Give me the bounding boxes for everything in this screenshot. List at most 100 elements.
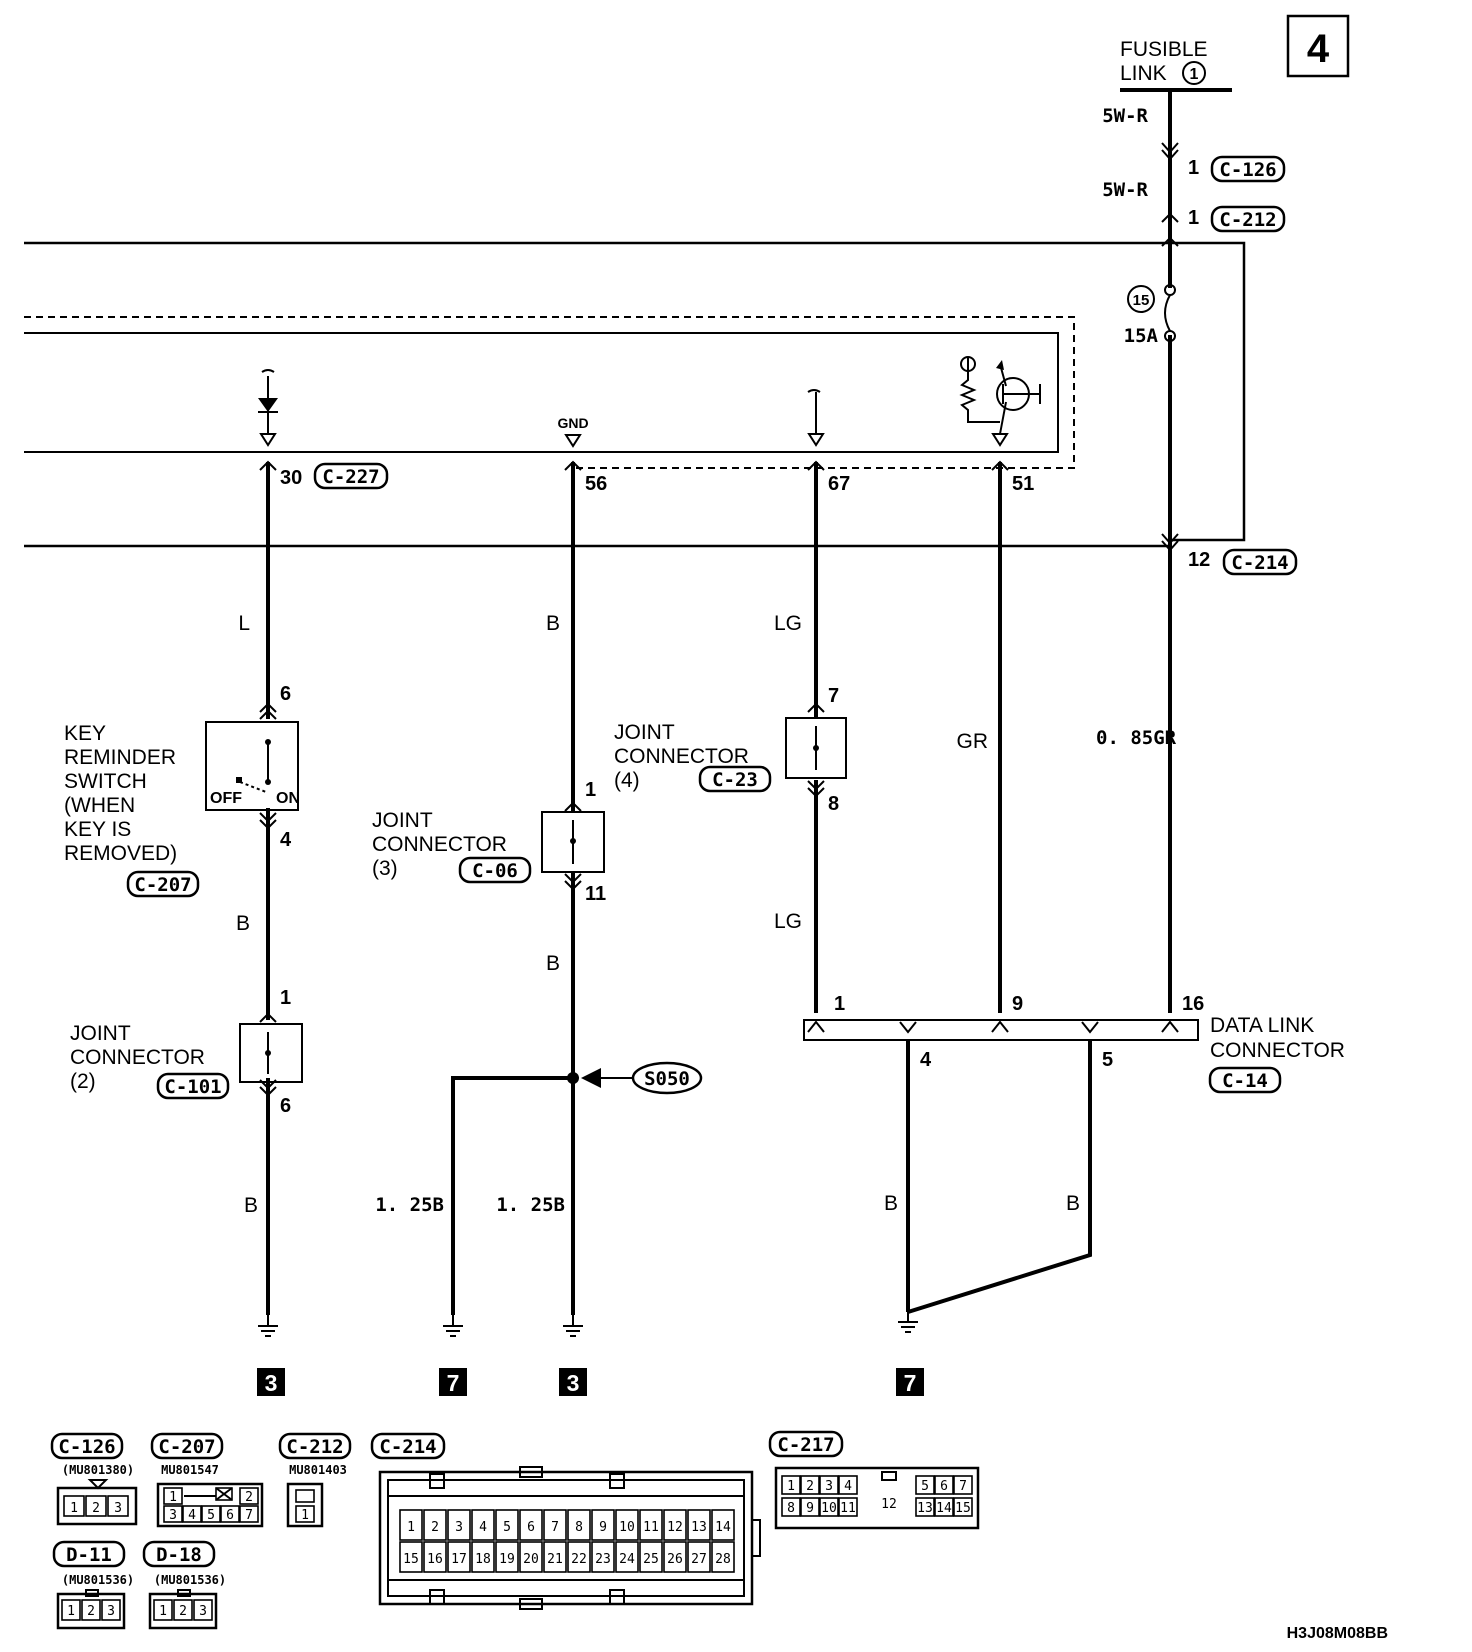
ground-ref-7b: 7 <box>904 1370 917 1396</box>
key-switch-line: REMINDER <box>64 746 176 769</box>
pin-30: 30 <box>280 467 302 489</box>
cell: 15 <box>955 1501 971 1516</box>
joint4-line: CONNECTOR <box>614 745 749 768</box>
cell: 14 <box>715 1520 731 1535</box>
fuse-rating: 15A <box>1124 325 1159 347</box>
pin-6-switch: 6 <box>280 683 291 705</box>
joint2-line: CONNECTOR <box>70 1046 205 1069</box>
pin-67: 67 <box>828 473 850 495</box>
tag-c227-label: C-227 <box>322 466 379 488</box>
tag-c126-label: C-126 <box>1219 159 1276 181</box>
cell: 16 <box>427 1552 443 1567</box>
connector-view-d11: D-11 (MU801536) 1 2 3 <box>52 1540 134 1630</box>
wire-color-125b-right: 1. 25B <box>496 1194 565 1216</box>
joint2-line: (2) <box>70 1070 96 1093</box>
circuit-col2: 56 B 1 11 B S050 1. 25B 1. 25B 7 3 <box>375 460 703 1396</box>
dlc-label-1: DATA LINK <box>1210 1014 1314 1037</box>
tag-c126: C-126 <box>1210 155 1286 183</box>
diagram-code: H3J08M08BB <box>1287 1625 1388 1642</box>
joint-connector-4-label: JOINT CONNECTOR (4) C-23 <box>614 721 772 793</box>
wire-color-125b-left: 1. 25B <box>375 1194 444 1216</box>
joint-connector-2-label: JOINT CONNECTOR (2) C-101 <box>70 1022 230 1100</box>
c207-view-name: C-207 <box>158 1436 215 1458</box>
c214-cells: 1 2 3 4 5 6 7 8 9 10 11 12 13 14 15 16 1… <box>399 1509 735 1573</box>
cell: 1 <box>787 1479 795 1494</box>
wire-color-lg-1: LG <box>774 612 802 635</box>
key-reminder-switch-label: KEY REMINDER SWITCH (WHEN KEY IS REMOVED… <box>64 722 200 898</box>
fusible-link-label-2: LINK <box>1120 62 1167 85</box>
cell: 3 <box>107 1604 115 1619</box>
d18-view-name: D-18 <box>156 1544 202 1566</box>
cell: 14 <box>936 1501 952 1516</box>
tag-c227: C-227 <box>313 462 389 490</box>
wire-color-085gr: 0. 85GR <box>1096 727 1177 749</box>
tag-c06-label: C-06 <box>472 860 518 882</box>
circuit-col1: 30 L 6 OFF ON 4 B 1 6 B 3 <box>205 460 303 1396</box>
cell: 3 <box>199 1604 207 1619</box>
cell: 6 <box>940 1479 948 1494</box>
connector-view-c212: C-212 MU801403 1 <box>278 1432 352 1528</box>
switch-on: ON <box>276 790 300 807</box>
cell: 2 <box>431 1520 439 1535</box>
splice-label: S050 <box>644 1068 690 1090</box>
fusible-link-label: FUSIBLE <box>1120 38 1208 61</box>
cell: 3 <box>825 1479 833 1494</box>
tag-c212: C-212 <box>1210 205 1286 233</box>
wire-color-b-4: B <box>546 952 560 975</box>
cell: 12 <box>667 1520 683 1535</box>
switch-off: OFF <box>210 790 242 807</box>
wire-color-5wr-1: 5W-R <box>1102 105 1148 127</box>
dlc-pin-5: 5 <box>1102 1049 1113 1071</box>
tag-c14-label: C-14 <box>1222 1070 1268 1092</box>
joint3-line: JOINT <box>372 809 433 832</box>
wire-color-b-3: B <box>546 612 560 635</box>
dlc-pin-1: 1 <box>834 993 845 1015</box>
cell: 20 <box>523 1552 539 1567</box>
d11-part: (MU801536) <box>62 1573 134 1587</box>
cell: 13 <box>917 1501 933 1516</box>
connector-view-d18: D-18 (MU801536) 1 2 3 <box>142 1540 226 1630</box>
wire-color-b-2: B <box>244 1194 258 1217</box>
cell: 1 <box>67 1604 75 1619</box>
supply-wire: 5W-R 1 5W-R 1 15 15A 12 0. 85GR <box>1096 90 1210 1013</box>
cell: 28 <box>715 1552 731 1567</box>
cell: 2 <box>179 1604 187 1619</box>
cell: 10 <box>619 1520 635 1535</box>
cell: 8 <box>575 1520 583 1535</box>
cell: 15 <box>403 1552 419 1567</box>
key-switch-line: (WHEN <box>64 794 135 817</box>
cell: 9 <box>599 1520 607 1535</box>
wire-color-gr: GR <box>957 730 989 753</box>
fusible-link: FUSIBLE LINK 1 <box>1120 38 1232 92</box>
cell: 2 <box>87 1604 95 1619</box>
wire-color-b-dlc-right: B <box>1066 1192 1080 1215</box>
ground-ref-7a: 7 <box>447 1370 460 1396</box>
cell: 1 <box>301 1508 309 1523</box>
fusible-link-number: 1 <box>1190 66 1199 83</box>
pin-6-joint2: 6 <box>280 1095 291 1117</box>
dlc-label-2: CONNECTOR <box>1210 1039 1345 1062</box>
c126-view-name: C-126 <box>58 1436 115 1458</box>
circuit-col3: 67 LG 7 8 LG <box>774 460 850 1013</box>
cell: 3 <box>169 1508 177 1523</box>
wire-color-lg-2: LG <box>774 910 802 933</box>
c214-row-1: 1 2 3 4 5 6 7 8 9 10 11 12 13 14 <box>399 1509 735 1541</box>
cell: 10 <box>821 1501 837 1516</box>
cell: 2 <box>92 1501 100 1516</box>
page-number-box: 4 <box>1286 14 1350 78</box>
c212-part: MU801403 <box>289 1463 347 1477</box>
cell: 1 <box>407 1520 415 1535</box>
pin-1-joint3: 1 <box>585 779 596 801</box>
cell: 1 <box>159 1604 167 1619</box>
cell: 25 <box>643 1552 659 1567</box>
joint3-line: CONNECTOR <box>372 833 507 856</box>
key-switch-line: KEY <box>64 722 106 745</box>
pin-c126: 1 <box>1188 157 1199 179</box>
c126-part: (MU801380) <box>62 1463 134 1477</box>
c126-cells: 1 2 3 <box>63 1495 129 1517</box>
pin-c214: 12 <box>1188 549 1210 571</box>
connector-view-c217: C-217 1 2 3 4 5 6 7 8 9 10 11 12 13 14 1… <box>768 1430 980 1530</box>
ecu-box: GND <box>24 316 1075 469</box>
c212-view-name: C-212 <box>286 1436 343 1458</box>
cell: 7 <box>245 1508 253 1523</box>
